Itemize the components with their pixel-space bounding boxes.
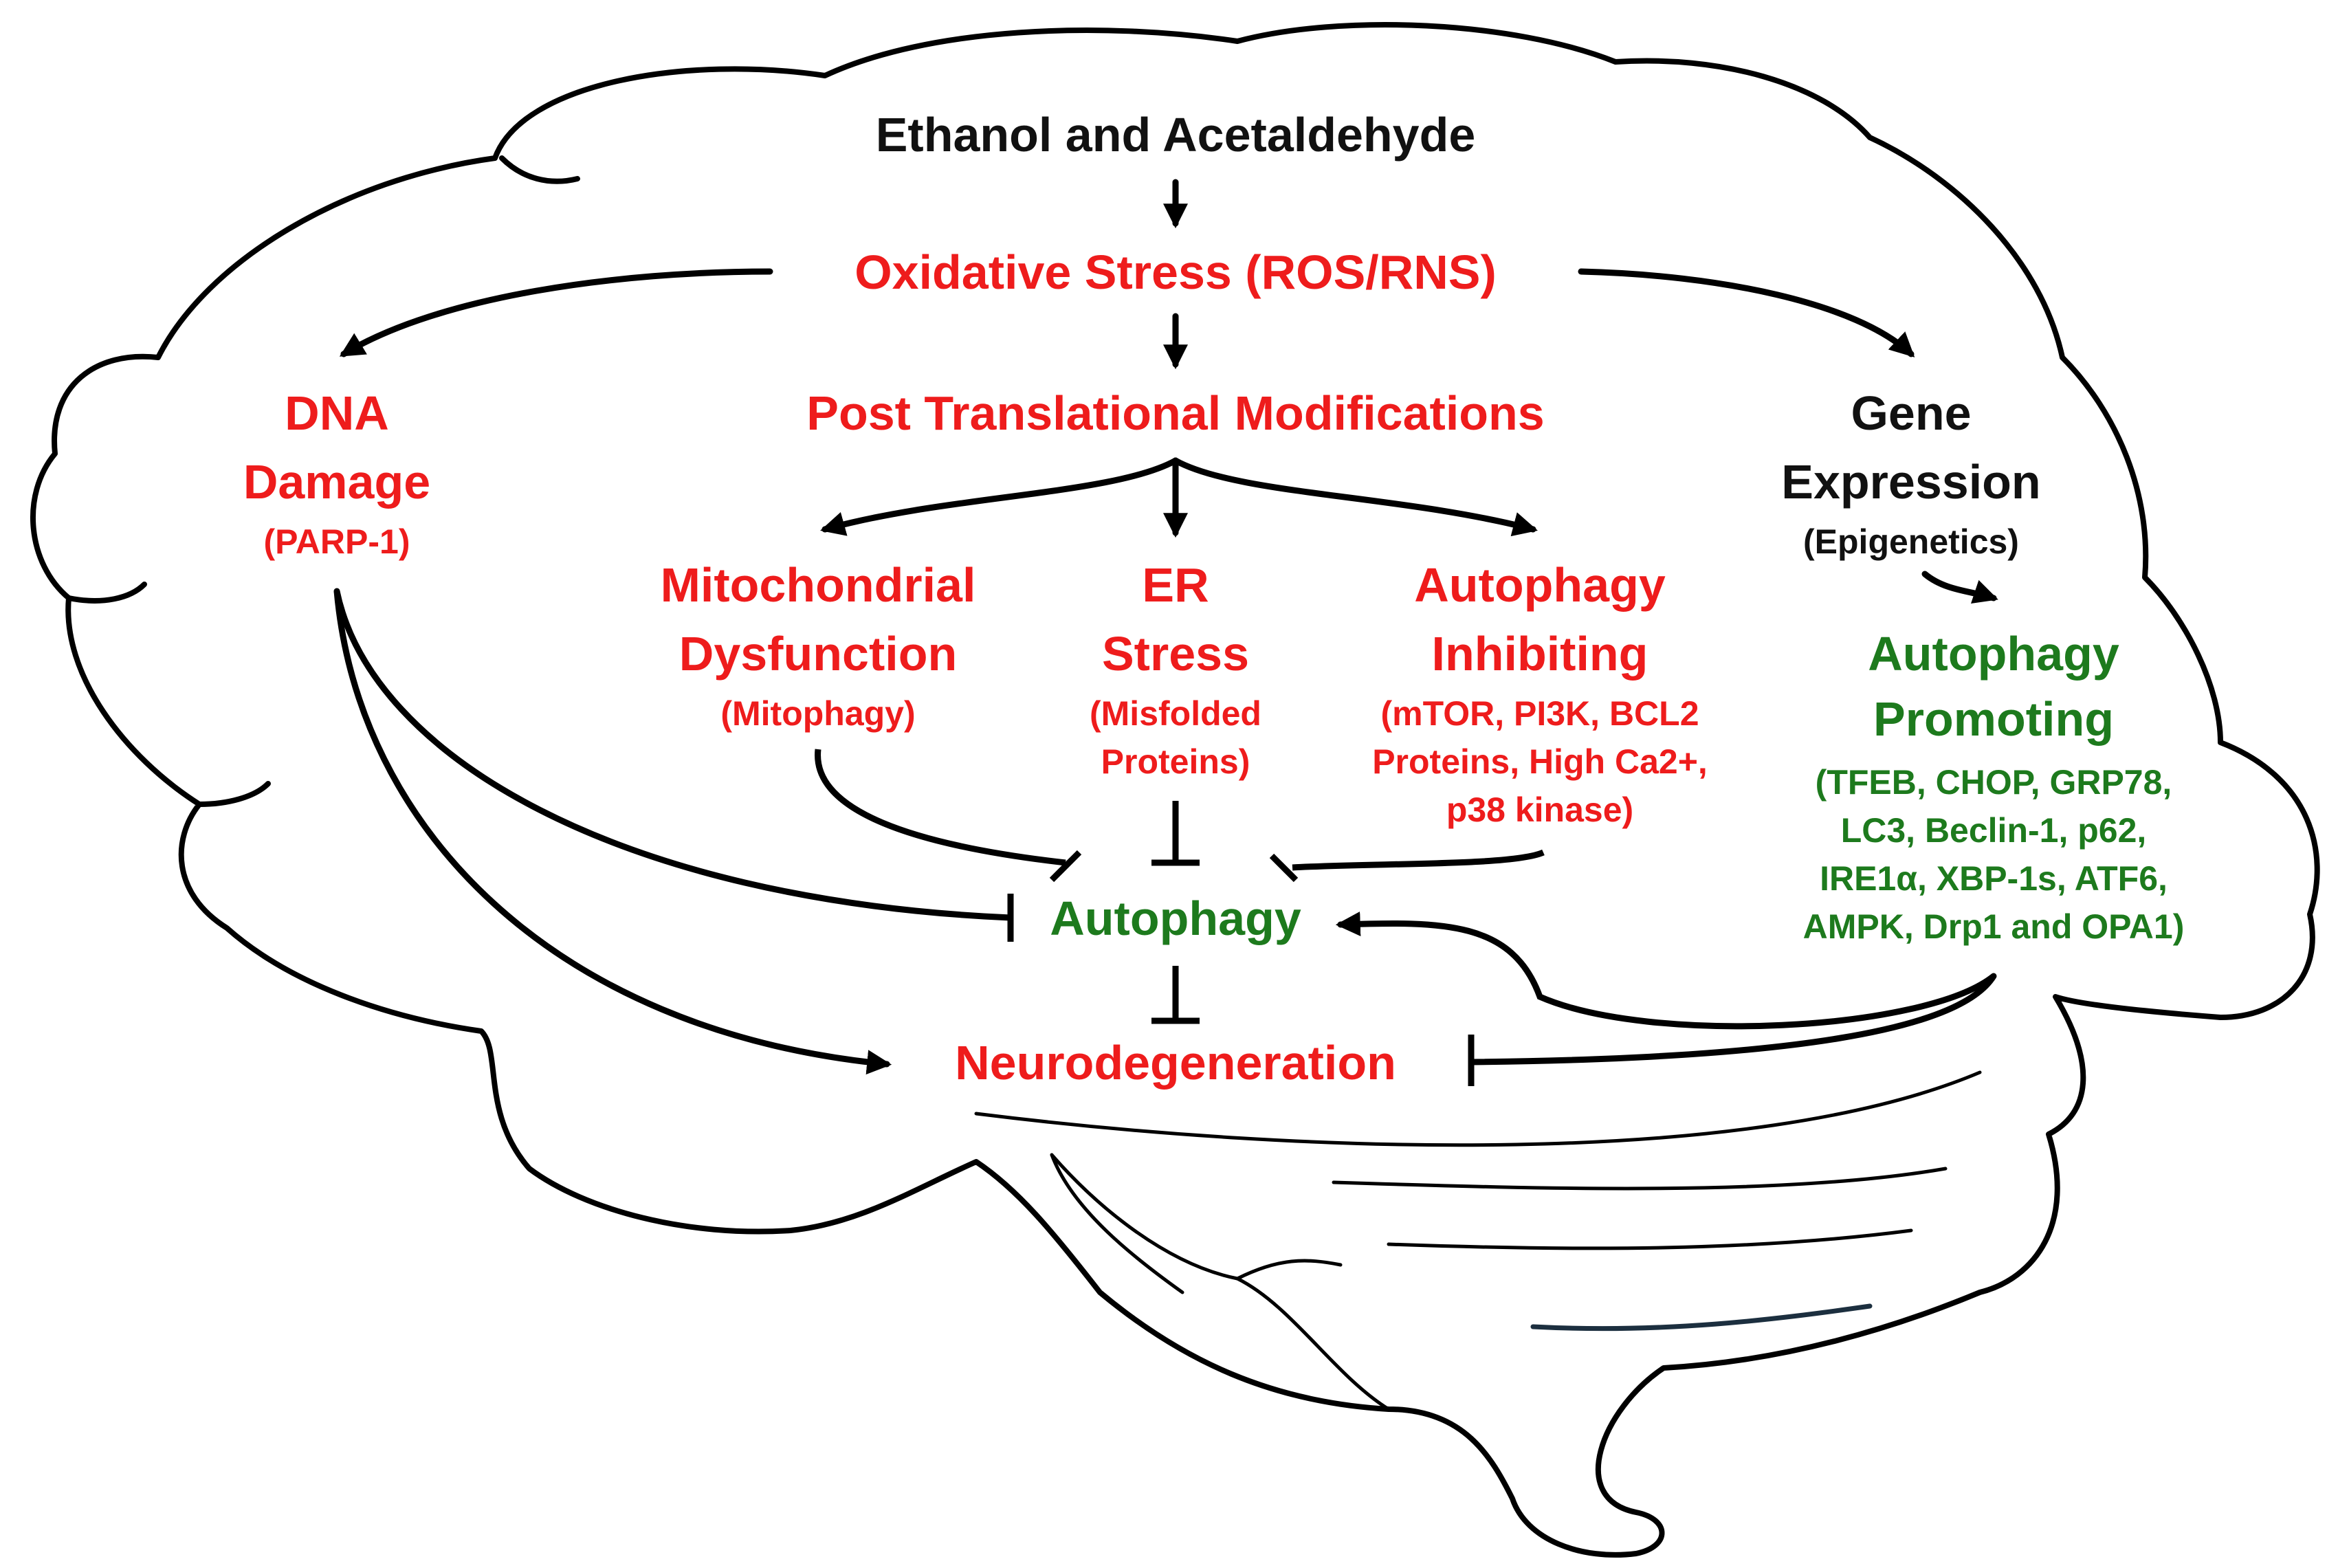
label-mito-line2: Dysfunction <box>679 627 957 681</box>
arrow-ptm-to-autoinhib <box>1172 457 1538 537</box>
arrow-oxidative-to-dna <box>339 268 773 357</box>
label-autoinhib-sub-line1: (mTOR, PI3K, BCL2 <box>1380 694 1699 733</box>
label-autoinhib-sub-line2: Proteins, High Ca2+, <box>1372 742 1708 781</box>
cerebellum-line <box>1332 1167 1948 1191</box>
label-neurodegeneration: Neurodegeneration <box>955 1036 1396 1090</box>
brainstem-outline <box>1235 1259 1343 1281</box>
label-oxidative-stress: Oxidative Stress (ROS/RNS) <box>854 245 1497 299</box>
arrow-dna-to-neurodegeneration <box>333 588 892 1075</box>
brain-fold <box>499 155 580 184</box>
label-autoinhib-line2: Inhibiting <box>1432 627 1648 681</box>
label-dna-damage-sub: (PARP-1) <box>264 522 410 561</box>
label-er-line1: ER <box>1142 558 1209 612</box>
brain-outline <box>30 22 2320 1558</box>
cerebellum-line <box>1387 1228 1913 1250</box>
inhibit-bar <box>1269 853 1299 883</box>
inhibit-bar <box>1049 850 1082 883</box>
label-gene-expression-sub: (Epigenetics) <box>1803 522 2019 561</box>
label-ptm: Post Translational Modifications <box>806 386 1544 440</box>
label-autoinhib-line1: Autophagy <box>1414 558 1666 612</box>
brain-fold <box>197 781 271 807</box>
label-ethanol: Ethanol and Acetaldehyde <box>876 108 1476 162</box>
label-gene-expression-line2: Expression <box>1781 455 2040 509</box>
label-autopromo-sub-line1: (TFEB, CHOP, GRP78, <box>1816 763 2172 802</box>
label-autopromo-sub-line4: AMPK, Drp1 and OPA1) <box>1803 907 2185 946</box>
brain-fold <box>66 582 147 604</box>
inhibit-promoting-to-neuro <box>1470 974 1996 1065</box>
label-dna-damage-line1: DNA <box>285 386 389 440</box>
label-dna-damage-line2: Damage <box>243 455 430 509</box>
label-gene-expression-line1: Gene <box>1851 386 1971 440</box>
brainstem-outline <box>1050 1153 1184 1294</box>
label-autopromo-line1: Autophagy <box>1868 627 2119 681</box>
label-er-sub-line2: Proteins) <box>1101 742 1250 781</box>
cerebellum-line <box>1530 1303 1873 1332</box>
brainstem-outline <box>1050 1153 1239 1281</box>
arrow-oxidative-to-gene <box>1578 268 1915 357</box>
label-mito-sub: (Mitophagy) <box>720 694 915 733</box>
label-er-sub-line1: (Misfolded <box>1090 694 1261 733</box>
arrow-gene-to-promoting <box>1921 571 1998 604</box>
label-autophagy: Autophagy <box>1050 892 1301 945</box>
brainstem-outline <box>1235 1277 1391 1411</box>
cerebellum-line <box>974 1070 1982 1147</box>
label-autoinhib-sub-line3: p38 kinase) <box>1446 791 1633 829</box>
arrow-promoting-to-autophagy <box>1335 912 1997 1030</box>
label-autopromo-sub-line3: IRE1α, XBP-1s, ATF6, <box>1820 859 2168 898</box>
inhibit-autoinhib-to-autophagy <box>1292 849 1545 871</box>
inhibit-dna-to-autophagy <box>333 590 1011 921</box>
label-autopromo-sub-line2: LC3, Beclin-1, p62, <box>1841 811 2147 850</box>
inhibit-mito-to-autophagy <box>815 749 1066 866</box>
label-er-line2: Stress <box>1102 627 1249 681</box>
label-autopromo-line2: Promoting <box>1873 692 2114 746</box>
label-mito-line1: Mitochondrial <box>661 558 976 612</box>
arrow-ptm-to-mito <box>820 457 1179 536</box>
